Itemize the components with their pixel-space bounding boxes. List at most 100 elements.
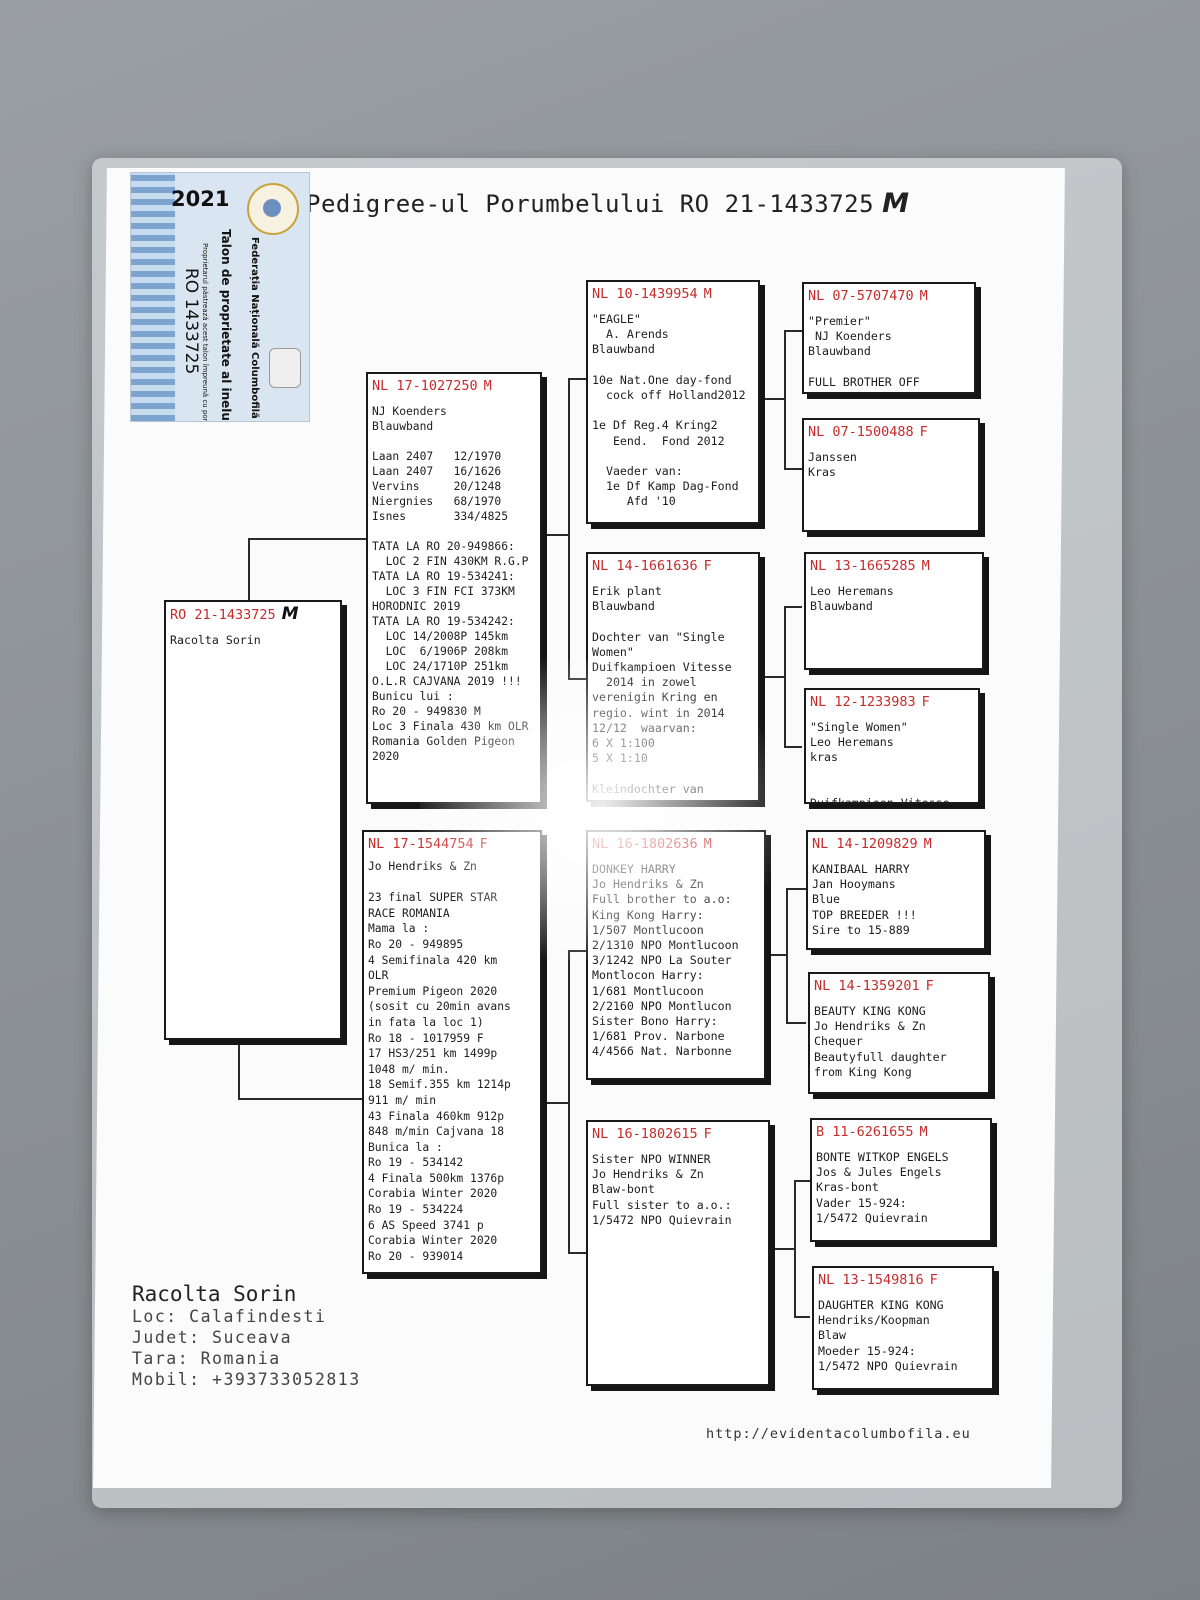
pigeon-details: DAUGHTER KING KONG Hendriks/Koopman Blaw… xyxy=(818,1298,958,1373)
pigeon-details: Leo Heremans Blauwband xyxy=(810,584,894,614)
sticker-note: Proprietarul păstrează acest talon împre… xyxy=(201,243,209,422)
pigeon-sex: F xyxy=(703,558,712,574)
pigeon-id: NL 14-1209829 xyxy=(812,836,918,852)
connector-line xyxy=(766,954,788,956)
connector-line xyxy=(568,1252,586,1254)
owner-location: Loc: Calafindesti xyxy=(132,1307,327,1326)
connector-line xyxy=(568,378,570,680)
pigeon-details: "EAGLE" A. Arends Blauwband 10e Nat.One … xyxy=(592,312,746,509)
pigeon-id: NL 07-1500488 xyxy=(808,424,914,440)
connector-line xyxy=(760,676,786,678)
pigeon-id: NL 13-1665285 xyxy=(810,558,916,574)
connector-line xyxy=(760,398,786,400)
connector-line xyxy=(568,678,586,680)
main-pigeon-box: RO 21-1433725 M Racolta Sorin xyxy=(164,600,342,1040)
sticker-pattern-band xyxy=(131,173,175,421)
connector-line xyxy=(794,1180,796,1318)
connector-line xyxy=(770,1248,796,1250)
dam-dam-box: NL 16-1802615 F Sister NPO WINNER Jo Hend… xyxy=(586,1120,770,1386)
owner-phone: Mobil: +393733052813 xyxy=(132,1370,361,1389)
dam-box: NL 17-1544754 F Jo Hendriks & Zn 23 final… xyxy=(362,830,542,1274)
sticker-year: 2021 xyxy=(171,187,230,211)
sire-box: NL 17-1027250 M NJ Koenders Blauwband Laa… xyxy=(366,372,542,804)
pigeon-details: Sister NPO WINNER Jo Hendriks & Zn Blaw-… xyxy=(592,1152,732,1227)
sticker-ring-number: RO 1433725 xyxy=(181,268,201,375)
ring-ownership-sticker: 2021 Federația Națională Columbofilă din… xyxy=(130,172,310,422)
connector-line xyxy=(238,1022,240,1100)
pigeon-id: RO 21-1433725 xyxy=(170,607,276,623)
pigeon-id: NL 16-1802615 xyxy=(592,1126,698,1142)
ring-hologram-icon xyxy=(269,348,301,388)
sire-sire-box: NL 10-1439954 M "EAGLE" A. Arends Blauwba… xyxy=(586,280,760,524)
connector-line xyxy=(794,1180,810,1182)
pigeon-sex: F xyxy=(929,1272,938,1288)
dam-sire-sire-box: NL 14-1209829 M KANIBAAL HARRY Jan Hooyma… xyxy=(806,830,986,950)
federation-seal-icon xyxy=(247,183,299,235)
connector-line xyxy=(794,1316,810,1318)
pigeon-id: NL 07-5707470 xyxy=(808,288,914,304)
pigeon-details: DONKEY HARRY Jo Hendriks & Zn Full broth… xyxy=(592,862,739,1059)
pigeon-sex: M xyxy=(921,558,930,574)
pigeon-sex: M xyxy=(483,378,492,394)
connector-line xyxy=(784,606,802,608)
pigeon-sex: M xyxy=(923,836,932,852)
owner-county: Judet: Suceava xyxy=(132,1328,293,1347)
title-sex: M xyxy=(882,188,910,219)
pigeon-id: NL 17-1027250 xyxy=(372,378,478,394)
connector-line xyxy=(248,538,366,540)
pigeon-sex: M xyxy=(919,288,928,304)
connector-line xyxy=(568,950,570,1254)
connector-line xyxy=(786,888,806,890)
pigeon-details: "Single Women" Leo Heremans kras Duifkam… xyxy=(810,720,950,804)
connector-line xyxy=(238,1098,366,1100)
pigeon-sex: M xyxy=(703,836,712,852)
pigeon-details: BEAUTY KING KONG Jo Hendriks & Zn Cheque… xyxy=(814,1004,947,1079)
pigeon-sex: M xyxy=(703,286,712,302)
pigeon-details: KANIBAAL HARRY Jan Hooymans Blue TOP BRE… xyxy=(812,862,917,937)
connector-line xyxy=(568,950,586,952)
pigeon-id: NL 14-1661636 xyxy=(592,558,698,574)
connector-line xyxy=(784,746,802,748)
pigeon-details: NJ Koenders Blauwband Laan 2407 12/1970 … xyxy=(372,405,529,763)
pigeon-sex: F xyxy=(479,836,488,852)
connector-line xyxy=(786,1022,806,1024)
pigeon-id: NL 10-1439954 xyxy=(592,286,698,302)
sire-dam-sire-box: NL 13-1665285 M Leo Heremans Blauwband xyxy=(804,552,984,670)
pigeon-sex: F xyxy=(921,694,930,710)
pigeon-id: NL 16-1802636 xyxy=(592,836,698,852)
pigeon-id: NL 12-1233983 xyxy=(810,694,916,710)
connector-line xyxy=(784,330,786,470)
footer-url: http://evidentacolumbofila.eu xyxy=(706,1426,971,1442)
connector-line xyxy=(784,468,802,470)
owner-name: Racolta Sorin xyxy=(132,1282,297,1306)
sticker-federation: Federația Națională Columbofilă din Româ… xyxy=(249,237,260,422)
pigeon-details: Janssen Kras xyxy=(808,450,857,480)
sticker-label: Talon de proprietate al inelului xyxy=(219,229,233,422)
pigeon-sex: M xyxy=(281,604,299,624)
pigeon-sex: F xyxy=(703,1126,712,1142)
owner-info: Racolta Sorin Loc: Calafindesti Judet: S… xyxy=(132,1282,361,1390)
dam-sire-box: NL 16-1802636 M DONKEY HARRY Jo Hendriks … xyxy=(586,830,766,1080)
pigeon-details: Jo Hendriks & Zn 23 final SUPER STAR RAC… xyxy=(368,860,511,1263)
connector-line xyxy=(784,606,786,748)
pigeon-details: Racolta Sorin xyxy=(170,633,261,647)
sire-sire-sire-box: NL 07-5707470 M "Premier" NJ Koenders Bla… xyxy=(802,282,976,394)
pigeon-details: "Premier" NJ Koenders Blauwband FULL BRO… xyxy=(808,314,920,389)
connector-line xyxy=(784,330,802,332)
connector-line xyxy=(786,888,788,1024)
pigeon-sex: F xyxy=(925,978,934,994)
pigeon-details: BONTE WITKOP ENGELS Jos & Jules Engels K… xyxy=(816,1150,949,1225)
connector-line xyxy=(541,534,570,536)
sire-dam-dam-box: NL 12-1233983 F "Single Women" Leo Herema… xyxy=(804,688,980,804)
title-text: Pedigree-ul Porumbelului RO 21-1433725 xyxy=(306,190,875,218)
pigeon-id: NL 17-1544754 xyxy=(368,836,474,852)
connector-line xyxy=(543,1102,570,1104)
pigeon-sex: M xyxy=(919,1124,928,1140)
connector-line xyxy=(248,538,250,602)
